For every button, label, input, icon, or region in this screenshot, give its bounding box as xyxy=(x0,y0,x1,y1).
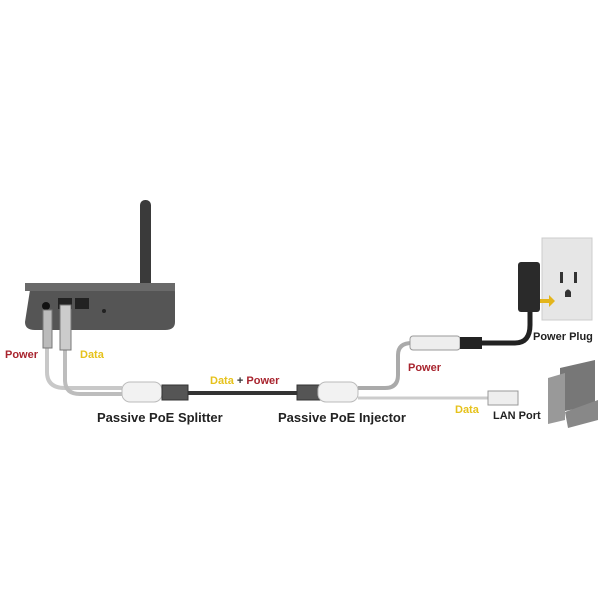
computer-icon xyxy=(548,360,598,428)
splitter-label: Passive PoE Splitter xyxy=(97,410,223,425)
dc-connector xyxy=(409,335,461,351)
wall-outlet xyxy=(540,237,593,321)
combined-label: Data + Power xyxy=(210,375,280,387)
power-adapter xyxy=(518,262,540,312)
injector-data-label: Data xyxy=(455,404,480,416)
combined-plus: + xyxy=(237,375,243,387)
router-power-label: Power xyxy=(5,349,39,361)
ethernet-port-icon xyxy=(58,298,72,309)
lan-connector xyxy=(487,390,519,406)
power-plug-label: Power Plug xyxy=(533,331,593,343)
router-data-label: Data xyxy=(80,349,105,361)
lan-port-label: LAN Port xyxy=(493,410,541,422)
power-jack-icon xyxy=(42,302,50,310)
injector-label: Passive PoE Injector xyxy=(278,410,406,425)
power-connector xyxy=(42,309,53,349)
rj45-connector xyxy=(59,304,72,351)
ethernet-port-icon xyxy=(75,298,89,309)
combined-data-label: Data xyxy=(210,375,235,387)
poe-injector xyxy=(296,381,359,403)
combined-power-label: Power xyxy=(246,375,280,387)
arrow-icon xyxy=(540,295,555,307)
injector-power-label: Power xyxy=(408,362,442,374)
poe-splitter xyxy=(121,381,189,403)
